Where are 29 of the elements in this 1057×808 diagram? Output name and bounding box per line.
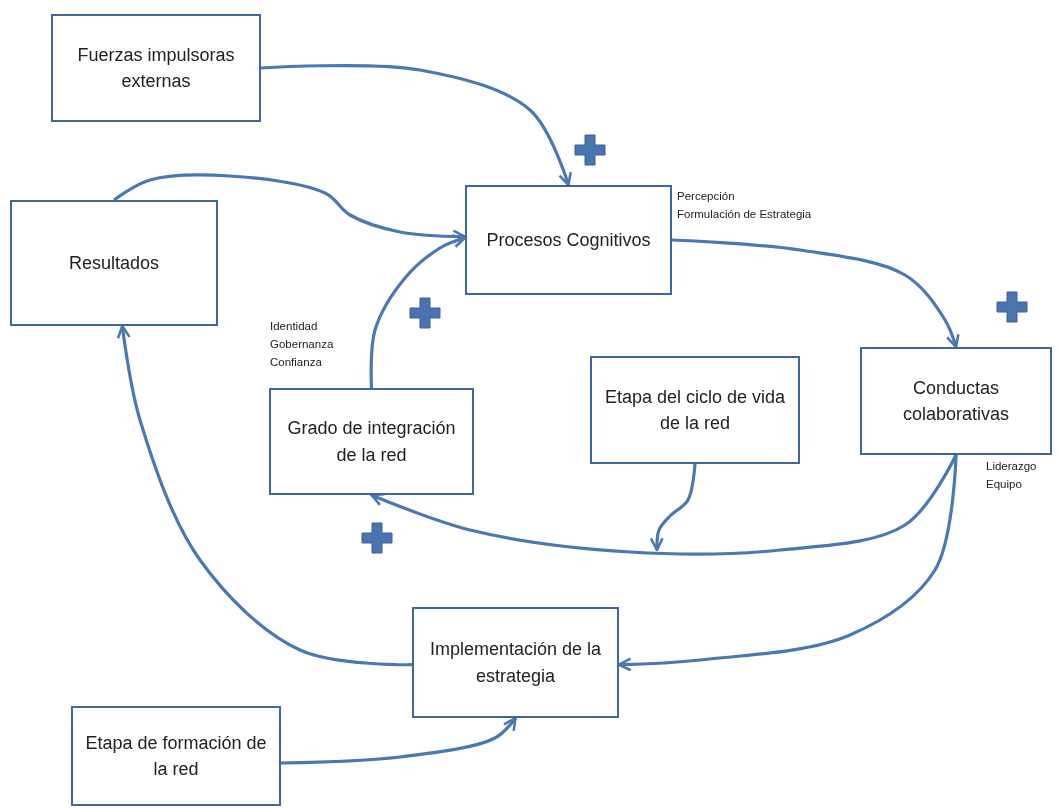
process-box	[465, 185, 672, 295]
arrow	[369, 234, 467, 389]
process-box	[269, 388, 474, 495]
arrow	[671, 238, 960, 349]
box-label: Resultados	[68, 251, 160, 275]
box-label: Procesos Cognitivos	[486, 228, 651, 252]
arrow	[649, 463, 697, 552]
annotation-text: Confianza	[270, 354, 323, 370]
annotation-text: Identidad	[270, 319, 319, 334]
arrow	[116, 324, 412, 667]
process-box	[71, 706, 281, 806]
annotation-text: Formulación de Estrategia	[677, 206, 812, 222]
annotation-text: Gobernanza	[270, 336, 334, 352]
annotation-text: Liderazgo	[986, 459, 1037, 474]
box-label: Fuerzas impulsoras externas	[76, 43, 236, 93]
box-label: Grado de integración de la red	[286, 417, 457, 467]
process-box	[10, 200, 218, 326]
process-box	[860, 347, 1052, 455]
annotation-text: Percepción	[677, 189, 736, 204]
box-label: Etapa del ciclo de vida de la red	[603, 385, 787, 435]
process-box	[51, 14, 261, 122]
annotation-text: Equipo	[986, 476, 1023, 492]
arrow	[260, 63, 572, 187]
process-box	[412, 607, 619, 718]
box-label: Conductas colaborativas	[901, 376, 1011, 426]
arrow	[280, 716, 517, 765]
box-label: Etapa de formación de la red	[84, 731, 268, 781]
box-label: Implementación de la estrategia	[428, 638, 603, 688]
process-box	[590, 356, 800, 464]
